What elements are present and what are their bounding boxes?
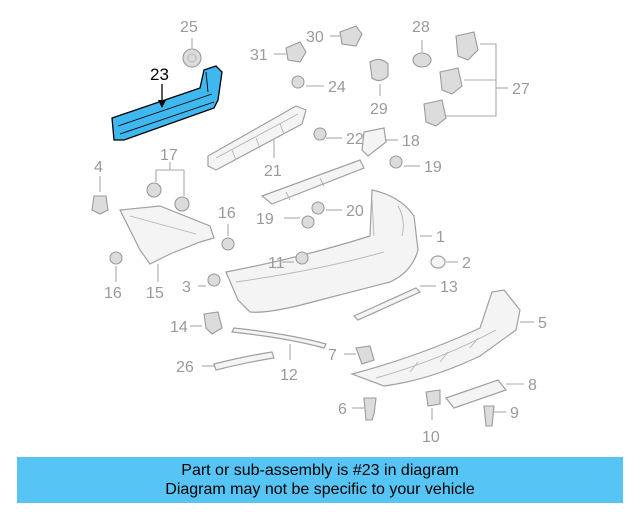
callout-19-upper: 19 [424, 159, 442, 176]
callout-13: 13 [440, 279, 458, 296]
part-29-cap [369, 58, 389, 96]
callout-16-left: 16 [104, 285, 122, 302]
part-8-panel [445, 379, 524, 409]
callout-31: 31 [250, 47, 268, 64]
banner-line-2: Diagram may not be specific to your vehi… [165, 481, 475, 498]
part-23-reinforcement[interactable] [111, 65, 223, 141]
callout-10: 10 [422, 429, 440, 446]
callout-23: 23 [150, 65, 169, 84]
part-22-bolt [313, 127, 342, 141]
part-12-strip [231, 327, 327, 360]
callout-17: 17 [160, 147, 178, 164]
part-3-bolt [198, 273, 221, 287]
callout-30: 30 [306, 29, 324, 46]
part-24-bolt [291, 75, 324, 89]
part-25-clip [182, 38, 202, 68]
part-19-bolt-upper [389, 155, 420, 169]
callout-18: 18 [402, 133, 420, 150]
part-stay [260, 159, 365, 205]
part-4-fastener [91, 176, 109, 215]
part-19-bolt-lower [284, 215, 315, 229]
info-banner: Part or sub-assembly is #23 in diagram D… [17, 457, 623, 503]
part-2-bolt [282, 251, 309, 265]
callout-7: 7 [328, 347, 337, 364]
part-14-clip [190, 311, 223, 335]
callout-22: 22 [346, 131, 364, 148]
callout-14: 14 [170, 319, 188, 336]
callout-9: 9 [510, 405, 519, 422]
callout-3: 3 [182, 279, 191, 296]
callout-24: 24 [328, 79, 346, 96]
part-17-clips [146, 162, 190, 212]
part-21-absorber [207, 105, 307, 171]
part-28-grommet [412, 40, 432, 68]
part-20-nut [311, 201, 342, 215]
part-10-clip [425, 389, 441, 420]
part-11-reflector [430, 255, 458, 269]
part-16-bolt-left [109, 251, 123, 282]
part-16-bolt-right [221, 224, 235, 251]
part-7-clip [344, 345, 375, 365]
callout-2: 11 [268, 255, 285, 272]
callout-20: 20 [346, 203, 364, 220]
part-26-strip [202, 351, 275, 371]
callout-5: 5 [538, 315, 547, 332]
callout-12: 12 [280, 367, 298, 384]
callout-25: 25 [180, 19, 198, 36]
part-30-clip [330, 25, 363, 47]
part-15-bracket [119, 205, 215, 282]
part-18-bracket [361, 127, 398, 157]
part-27-sensors [423, 31, 508, 127]
part-13-molding [352, 285, 436, 321]
callout-4: 4 [94, 159, 103, 176]
parts-diagram: 23 25 30 28 31 24 29 27 [91, 19, 547, 446]
banner-line-1: Part or sub-assembly is #23 in diagram [181, 462, 459, 479]
callout-6: 6 [338, 401, 347, 418]
callout-16-right: 16 [218, 205, 236, 222]
callout-29: 29 [370, 101, 388, 118]
callout-11: 2 [462, 255, 471, 272]
callout-21: 21 [264, 163, 282, 180]
part-31-clip [274, 41, 307, 63]
callout-26: 26 [176, 359, 194, 376]
callout-19-lower: 19 [256, 211, 274, 228]
part-5-diffuser [350, 289, 534, 387]
callout-1: 1 [436, 229, 445, 246]
part-6-bolt [352, 397, 377, 421]
callout-28: 28 [412, 19, 430, 36]
callout-23-arrow [158, 100, 166, 108]
callout-8: 8 [528, 377, 537, 394]
part-9-bolt [483, 405, 506, 427]
callout-27: 27 [512, 81, 530, 98]
part-1-bumper-cover [225, 189, 432, 313]
callout-15: 15 [146, 285, 164, 302]
